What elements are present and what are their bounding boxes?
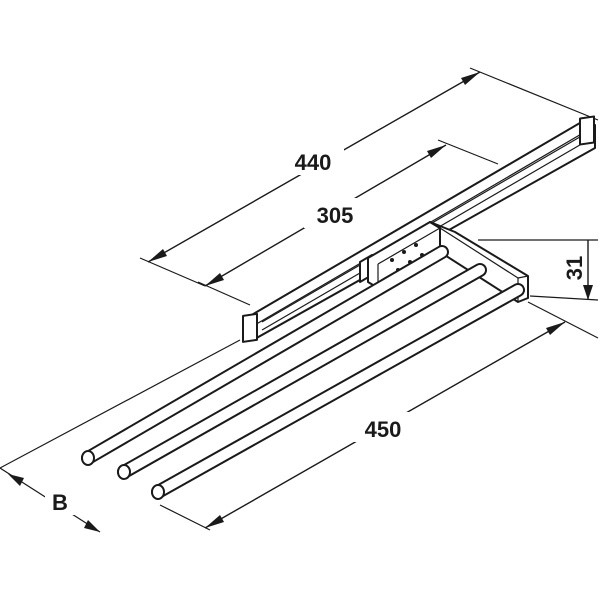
extension-line-450-right <box>527 301 599 339</box>
dimension-label-b: B <box>52 490 68 515</box>
dimension-31: 31 <box>478 239 599 301</box>
dimension-b: B <box>0 339 241 533</box>
dimension-label-305: 305 <box>317 203 354 228</box>
arrowhead <box>205 273 224 286</box>
arrowhead <box>546 322 565 335</box>
rod-end-cap <box>151 484 165 500</box>
dimension-label-450: 450 <box>365 417 402 442</box>
towel-rod-1-highlight <box>83 247 447 463</box>
extension-line-31-bottom <box>529 295 599 301</box>
bracket-side-plate <box>429 221 529 303</box>
rail-end-cap-back <box>579 115 595 146</box>
extension-line-b-top <box>0 339 241 469</box>
rod-end-cap <box>117 464 131 480</box>
rail-end-cap-front <box>242 312 258 343</box>
label-mask <box>45 485 75 515</box>
label-mask <box>352 412 414 442</box>
screw-hole <box>390 258 394 262</box>
dimension-label-440: 440 <box>295 150 332 175</box>
arrowhead <box>427 145 446 158</box>
arrowhead <box>84 520 100 532</box>
arrowhead <box>148 249 167 262</box>
towel-rods <box>81 245 525 500</box>
arrowhead <box>583 285 593 300</box>
mounting-bracket <box>367 221 529 303</box>
extension-line-450-left <box>159 504 211 531</box>
dimension-305: 305 <box>197 139 499 306</box>
bracket-edge <box>517 275 529 279</box>
screw-hole <box>402 250 406 254</box>
arrowhead <box>8 474 24 486</box>
towel-rod-3-highlight <box>153 285 523 497</box>
extension-line-305-right <box>437 139 499 165</box>
towel-rod-2-highlight <box>119 265 485 477</box>
extension-line-440-left <box>139 257 206 287</box>
rod-end-cap <box>81 450 95 466</box>
extension-line-440-right <box>469 67 599 121</box>
dimension-440: 440 <box>139 67 599 287</box>
label-mask <box>282 145 344 175</box>
arrowhead <box>205 515 224 528</box>
arrowhead <box>461 72 480 85</box>
bracket-edge <box>377 227 441 265</box>
screw-hole <box>414 243 418 247</box>
dimension-label-31: 31 <box>562 256 587 280</box>
dimension-450: 450 <box>159 301 599 531</box>
label-mask <box>304 198 366 228</box>
bracket-edge <box>439 227 519 279</box>
